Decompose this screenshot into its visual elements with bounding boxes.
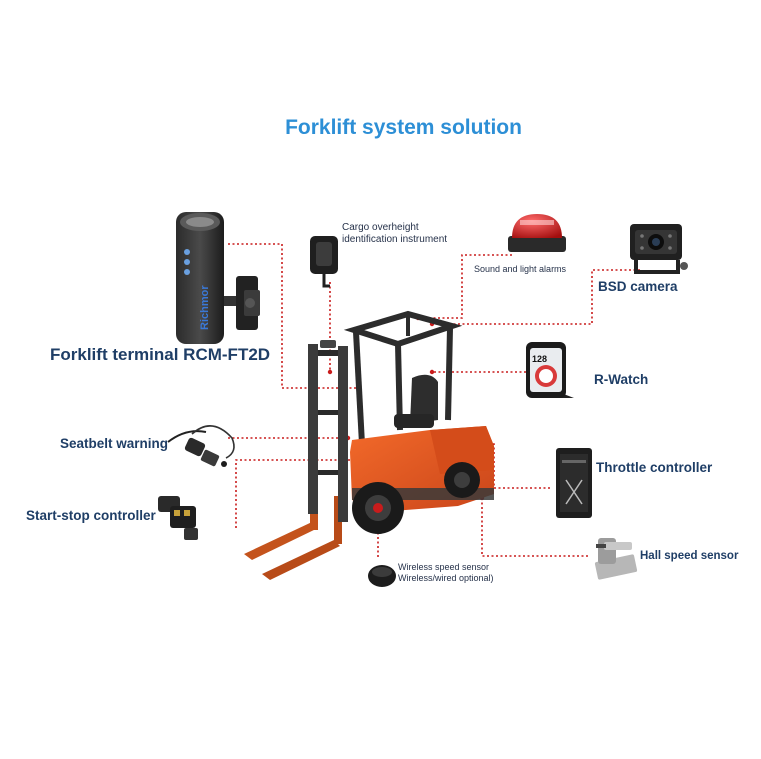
bsd-camera-device	[630, 224, 688, 272]
label-hall-speed-sensor: Hall speed sensor	[640, 550, 738, 562]
label-throttle-controller: Throttle controller	[596, 460, 712, 475]
cargo-overheight-device	[310, 236, 338, 286]
seatbelt-device	[168, 426, 234, 467]
label-cargo-line2: identification instrument	[342, 234, 447, 246]
wireless-sensor-device	[368, 565, 396, 587]
throttle-controller-device	[556, 448, 592, 518]
label-wireless-speed-sensor: Wireless speed sensor Wireless/wired opt…	[398, 562, 494, 584]
label-wireless-line1: Wireless speed sensor	[398, 562, 494, 573]
label-sound-light-alarms: Sound and light alarms	[474, 264, 566, 275]
terminal-brand-text: Richmor	[199, 285, 211, 330]
label-r-watch: R-Watch	[594, 372, 648, 387]
forklift-terminal-device: Richmor	[176, 212, 260, 344]
label-bsd-camera: BSD camera	[598, 279, 678, 294]
label-start-stop-controller: Start-stop controller	[26, 508, 156, 523]
r-watch-speed-text: 128	[532, 354, 547, 364]
label-cargo-line1: Cargo overheight	[342, 222, 447, 234]
r-watch-device: 128	[526, 342, 574, 398]
label-forklift-terminal: Forklift terminal RCM-FT2D	[50, 345, 270, 365]
start-stop-device	[158, 496, 198, 540]
hall-sensor-device	[595, 538, 638, 580]
label-wireless-line2: Wireless/wired optional)	[398, 573, 494, 584]
label-seatbelt-warning: Seatbelt warning	[60, 436, 168, 451]
label-cargo-overheight: Cargo overheight identification instrume…	[342, 222, 447, 246]
alarm-device	[508, 214, 566, 252]
